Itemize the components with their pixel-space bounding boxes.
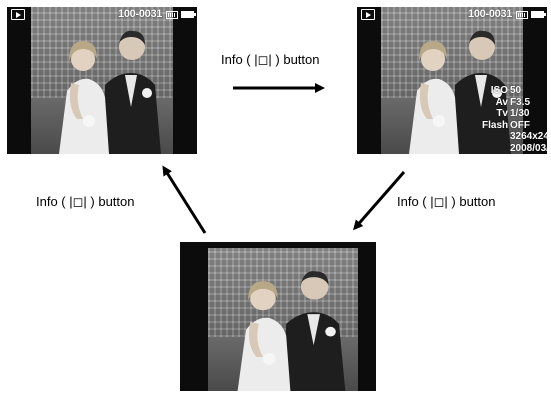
info-value: 50 <box>510 85 522 96</box>
file-number: 100-0031 <box>118 8 163 20</box>
info-row-resolution: 3264x2448 <box>482 131 547 143</box>
info-key: Tv <box>496 108 508 119</box>
screen-basic-info: 100-0031 <box>7 7 197 154</box>
couple-figures <box>237 271 346 391</box>
caption-left: Info ( |◻| ) button <box>36 194 135 209</box>
photo-wedding-couple <box>31 7 173 154</box>
info-value: F3.5 <box>510 96 531 108</box>
info-key: ISO <box>490 85 508 96</box>
shooting-info-list: ISO 50 Av F3.5 Tv 1/30 Flash OFF 3264x24… <box>482 85 547 155</box>
battery-full-icon <box>181 11 196 18</box>
info-key: Av <box>495 96 508 108</box>
play-icon <box>361 9 375 20</box>
screen-detailed-info: 100-0031 ISO 50 Av F3.5 Tv 1/30 Flash OF… <box>357 7 547 154</box>
caption-top: Info ( |◻| ) button <box>221 52 320 67</box>
caption-right: Info ( |◻| ) button <box>397 194 496 209</box>
image-resolution: 3264x2448 <box>510 131 547 142</box>
image-quality-icon <box>516 11 528 19</box>
file-number: 100-0031 <box>468 8 513 20</box>
info-value: 1/30 <box>510 108 530 119</box>
info-value: OFF <box>510 119 530 131</box>
info-key: Flash <box>482 119 509 131</box>
osd-top-bar: 100-0031 <box>357 7 547 21</box>
info-row-av: Av F3.5 <box>482 97 544 109</box>
couple-figures <box>409 30 511 154</box>
info-row-tv: Tv 1/30 <box>482 108 544 120</box>
osd-top-bar: 100-0031 <box>7 7 197 21</box>
play-icon <box>11 9 25 20</box>
info-row-iso: ISO 50 <box>482 85 544 97</box>
arrow-up-left-icon <box>162 165 207 234</box>
image-quality-icon <box>166 11 178 19</box>
screen-no-info <box>180 242 376 391</box>
couple-figures <box>59 30 161 154</box>
info-row-date: 2008/03/01 <box>482 142 547 155</box>
photo-wedding-couple <box>208 248 358 391</box>
photo-wedding-couple <box>381 7 523 154</box>
info-row-flash: Flash OFF <box>482 120 544 132</box>
battery-full-icon <box>531 11 546 18</box>
capture-date: 2008/03/01 <box>510 142 547 154</box>
arrow-down-left-icon <box>353 171 406 231</box>
